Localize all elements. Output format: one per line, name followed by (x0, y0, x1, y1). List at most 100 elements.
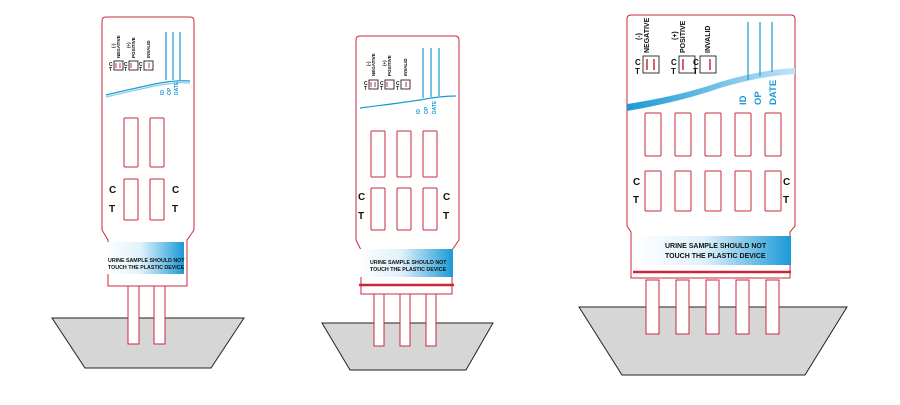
test-device-3: ID OP DATE (-) NEGATIVE (+) POSITIVE INV… (578, 14, 848, 376)
banner-line-2: TOUCH THE PLASTIC DEVICE (108, 265, 185, 271)
test-windows (370, 130, 438, 231)
test-window (149, 178, 165, 221)
result-box (113, 60, 124, 71)
test-label: T (109, 204, 115, 215)
strips (373, 293, 437, 347)
result-sign: (+) (382, 60, 387, 66)
control-label: C (358, 192, 365, 203)
control-label: C (783, 177, 790, 188)
test-window (396, 187, 412, 231)
strip (735, 279, 750, 335)
result-t: T (693, 67, 698, 76)
result-guide: (-) NEGATIVE (+) POSITIVE INVALID C T C … (364, 53, 411, 92)
result-label-negative: NEGATIVE (644, 17, 651, 53)
result-label-invalid: INVALID (146, 40, 151, 58)
result-c: C (635, 58, 641, 67)
strip (399, 293, 411, 347)
test-window (674, 170, 692, 212)
label-id: ID (160, 90, 166, 95)
test-label: T (633, 195, 639, 206)
label-date: DATE (768, 80, 779, 105)
strip (675, 279, 690, 335)
result-guide: (-) NEGATIVE (+) POSITIVE INVALID C T C … (635, 17, 717, 76)
warning-banner (106, 242, 184, 274)
result-label-negative: NEGATIVE (116, 35, 121, 58)
strip (765, 279, 780, 335)
result-c: C (364, 81, 368, 87)
test-window (704, 170, 722, 212)
label-op: OP (753, 91, 764, 105)
test-window (674, 112, 692, 157)
blue-wave (359, 95, 457, 109)
blue-wave (105, 82, 191, 98)
result-label-negative: NEGATIVE (371, 53, 376, 76)
label-date: DATE (174, 81, 180, 95)
test-window (396, 130, 412, 178)
result-box (368, 79, 379, 90)
test-window (370, 187, 386, 231)
result-guide: (-) NEGATIVE (+) POSITIVE INVALID C T C … (109, 35, 154, 73)
result-box (642, 55, 660, 74)
result-t: T (124, 67, 127, 73)
strip (373, 293, 385, 347)
blue-wave (627, 68, 795, 111)
test-window (764, 112, 782, 157)
label-op: OP (424, 106, 430, 114)
result-c: C (396, 81, 400, 87)
result-t: T (635, 67, 640, 76)
result-c: C (380, 81, 384, 87)
result-label-positive: POSITIVE (131, 37, 136, 58)
strip (705, 279, 720, 335)
result-sign: (-) (636, 33, 643, 40)
test-label: T (783, 195, 789, 206)
test-device-2: ID OP DATE (-) NEGATIVE (+) POSITIVE INV… (321, 35, 494, 371)
strips (645, 279, 780, 335)
control-label: C (172, 185, 179, 196)
test-label: T (443, 211, 449, 222)
test-windows (644, 112, 782, 212)
result-label-positive: POSITIVE (387, 55, 392, 76)
banner-line-2: TOUCH THE PLASTIC DEVICE (665, 253, 766, 260)
result-sign: (+) (672, 31, 679, 40)
result-sign: (-) (111, 43, 116, 48)
blue-wave (105, 80, 191, 96)
label-id: ID (416, 109, 422, 114)
label-id: ID (738, 95, 749, 105)
test-window (644, 112, 662, 157)
test-window (644, 170, 662, 212)
label-date: DATE (432, 100, 438, 114)
banner-line-1: URINE SAMPLE SHOULD NOT (108, 258, 185, 264)
strip (153, 285, 166, 345)
result-t: T (380, 86, 383, 92)
warning-banner (633, 236, 791, 265)
result-label-positive: POSITIVE (680, 20, 687, 53)
control-label: C (443, 192, 450, 203)
result-c: C (124, 62, 128, 68)
warning-banner (359, 249, 453, 277)
test-label: T (172, 204, 178, 215)
label-op: OP (167, 87, 173, 95)
result-t: T (109, 67, 112, 73)
control-label: C (633, 177, 640, 188)
test-window (422, 187, 438, 231)
banner-line-1: URINE SAMPLE SHOULD NOT (665, 243, 767, 250)
result-box (699, 55, 717, 74)
test-window (734, 112, 752, 157)
result-c: C (693, 58, 699, 67)
result-box (128, 60, 139, 71)
test-label: T (358, 211, 364, 222)
result-c: C (139, 62, 143, 68)
test-device-1: ID OP DATE (-) NEGATIVE (+) POSITIVE INV… (51, 16, 245, 369)
result-sign: (-) (366, 61, 371, 66)
test-window (370, 130, 386, 178)
result-label-invalid: INVALID (403, 58, 408, 76)
banner-line-2: TOUCH THE PLASTIC DEVICE (370, 267, 447, 273)
result-box (384, 79, 395, 90)
urine-cup (51, 317, 245, 369)
result-t: T (364, 86, 367, 92)
result-t: T (139, 67, 142, 73)
test-window (734, 170, 752, 212)
test-window (123, 117, 139, 168)
